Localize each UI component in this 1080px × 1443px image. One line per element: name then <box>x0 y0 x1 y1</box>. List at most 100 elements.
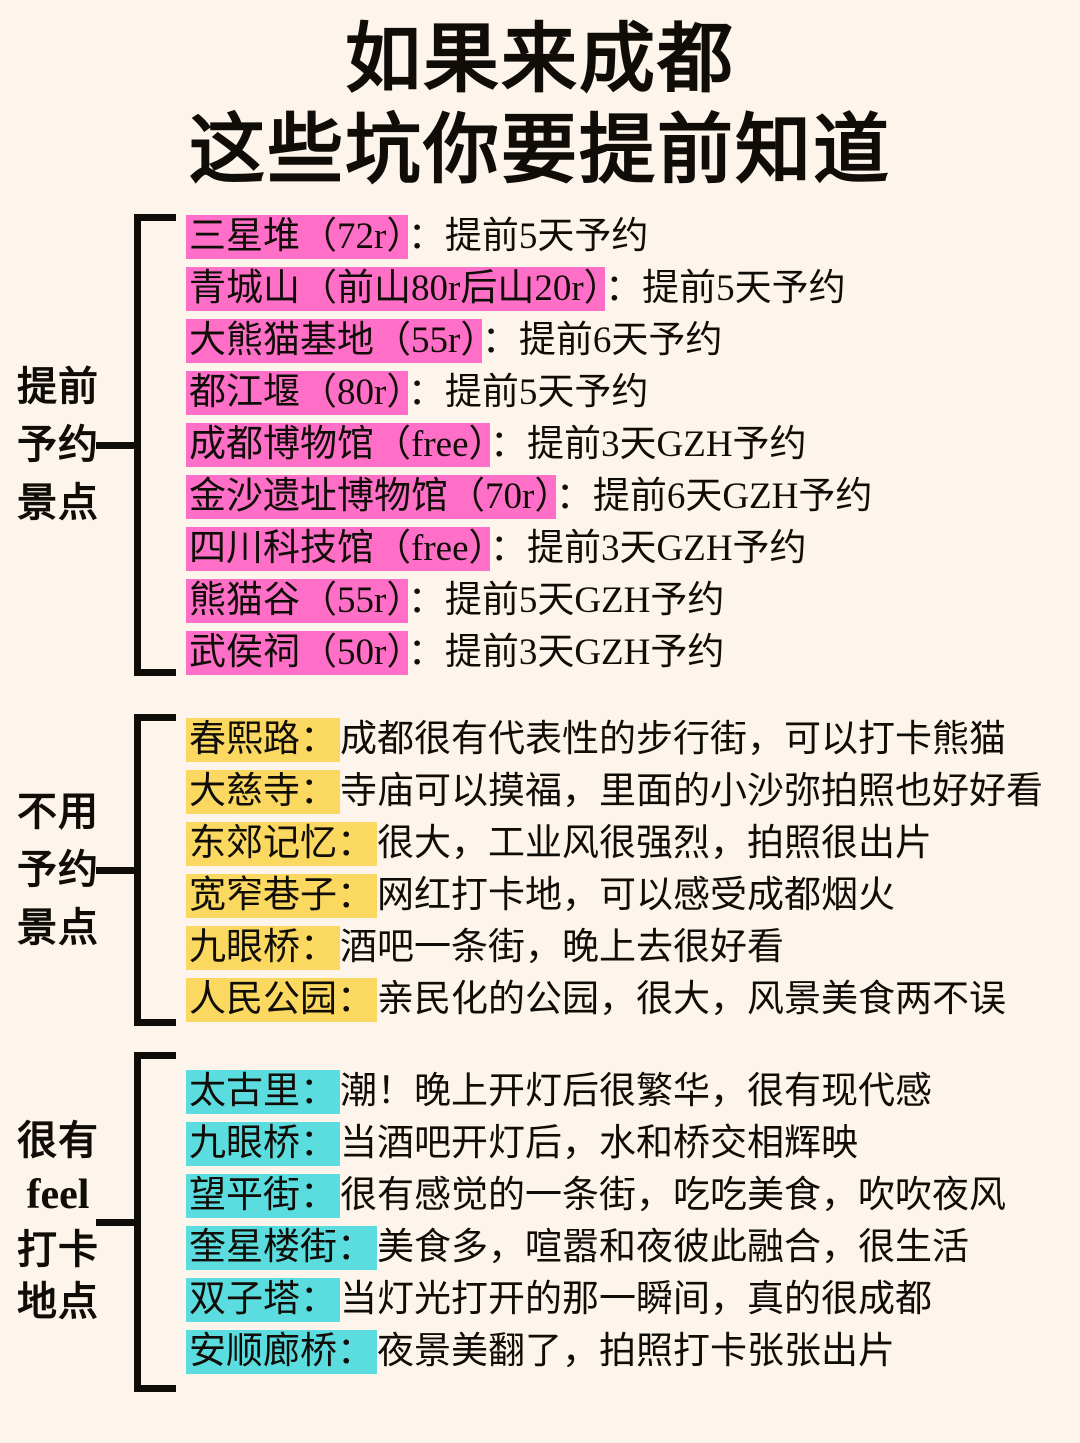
list-item: 大熊猫基地（55r）：提前6天予约 <box>186 315 1080 367</box>
title-line-2: 这些坑你要提前知道 <box>189 109 891 194</box>
attraction-note: ：提前3天GZH予约 <box>407 632 725 674</box>
attraction-name: 东郊记忆： <box>186 822 377 867</box>
attraction-note: ：提前3天GZH予约 <box>490 424 807 466</box>
list-item: 大慈寺：寺庙可以摸福，里面的小沙弥拍照也好好看 <box>186 766 1080 818</box>
bracket-bottom-arm <box>134 1385 176 1393</box>
list-item: 三星堆（72r）：提前5天予约 <box>186 211 1080 263</box>
attraction-name: 望平街： <box>186 1174 340 1219</box>
attraction-note: 寺庙可以摸福，里面的小沙弥拍照也好好看 <box>340 771 1043 813</box>
attraction-note: 网红打卡地，可以感受成都烟火 <box>377 875 895 917</box>
bracket-vertical-bar <box>134 714 141 1027</box>
list-item: 双子塔：当灯光打开的那一瞬间，真的很成都 <box>186 1274 1080 1326</box>
attraction-name: 金沙遗址博物馆（70r） <box>186 475 556 520</box>
attraction-note: 成都很有代表性的步行街，可以打卡熊猫 <box>340 719 1006 761</box>
attraction-note: ：提前6天GZH予约 <box>555 476 873 518</box>
attraction-name: 九眼桥： <box>186 926 340 971</box>
attraction-note: 美食多，喧嚣和夜彼此融合，很生活 <box>377 1227 969 1269</box>
section-label-great-vibe-spots: 很有 feel 打卡 地点 <box>0 1048 118 1396</box>
section-label-line: 景点 <box>17 905 99 951</box>
attraction-name: 三星堆（72r） <box>186 215 408 260</box>
attraction-note: ：提前3天GZH予约 <box>490 528 807 570</box>
attraction-note: 潮！晚上开灯后很繁华，很有现代感 <box>340 1071 932 1113</box>
attraction-name: 春熙路： <box>186 718 340 763</box>
section-label-line: feel <box>26 1172 90 1219</box>
no-reservation-list: 春熙路：成都很有代表性的步行街，可以打卡熊猫 大慈寺：寺庙可以摸福，里面的小沙弥… <box>176 710 1080 1030</box>
section-label-line: 很有 <box>17 1118 99 1164</box>
section-label-reserve-required: 提前 予约 景点 <box>0 210 118 680</box>
section-label-no-reservation: 不用 予约 景点 <box>0 710 118 1030</box>
list-item: 四川科技馆（free）：提前3天GZH予约 <box>186 523 1080 575</box>
attraction-note: 夜景美翻了，拍照打卡张张出片 <box>377 1331 895 1373</box>
list-item: 成都博物馆（free）：提前3天GZH予约 <box>186 419 1080 471</box>
attraction-name: 都江堰（80r） <box>186 371 408 416</box>
section-label-line: 地点 <box>17 1279 99 1325</box>
attraction-name: 太古里： <box>186 1070 340 1115</box>
attraction-name: 安顺廊桥： <box>186 1330 377 1375</box>
page-title: 如果来成都 这些坑你要提前知道 <box>0 0 1080 194</box>
bracket-bottom-arm <box>134 669 176 677</box>
attraction-name: 宽窄巷子： <box>186 874 377 919</box>
bracket-center-tick <box>96 1218 136 1226</box>
list-item: 武侯祠（50r）：提前3天GZH予约 <box>186 627 1080 679</box>
bracket-center-tick <box>96 866 136 874</box>
attraction-note: 很大，工业风很强烈，拍照很出片 <box>377 823 932 865</box>
list-item: 春熙路：成都很有代表性的步行街，可以打卡熊猫 <box>186 714 1080 766</box>
section-label-line: 予约 <box>17 422 99 468</box>
attraction-name: 九眼桥： <box>186 1122 340 1167</box>
section-label-line: 不用 <box>17 788 99 834</box>
attraction-note: 当酒吧开灯后，水和桥交相辉映 <box>340 1123 858 1165</box>
bracket-vertical-bar <box>134 214 141 677</box>
section-great-vibe-spots: 很有 feel 打卡 地点 太古里：潮！晚上开灯后很繁华，很有现代感 九眼桥：当… <box>0 1048 1080 1396</box>
list-item: 人民公园：亲民化的公园，很大，风景美食两不误 <box>186 974 1080 1026</box>
bracket-great-vibe-spots <box>96 1048 176 1396</box>
attraction-note: 当灯光打开的那一瞬间，真的很成都 <box>340 1279 932 1321</box>
list-item: 金沙遗址博物馆（70r）：提前6天GZH予约 <box>186 471 1080 523</box>
list-item: 望平街：很有感觉的一条街，吃吃美食，吹吹夜风 <box>186 1170 1080 1222</box>
title-line-1: 如果来成都 <box>345 18 735 102</box>
bracket-no-reservation <box>96 710 176 1030</box>
attraction-note: 酒吧一条街，晚上去很好看 <box>340 927 784 969</box>
bracket-vertical-bar <box>134 1052 141 1393</box>
list-item: 奎星楼街：美食多，喧嚣和夜彼此融合，很生活 <box>186 1222 1080 1274</box>
attraction-name: 大熊猫基地（55r） <box>186 319 482 364</box>
reserve-required-list: 三星堆（72r）：提前5天予约 青城山（前山80r后山20r）：提前5天予约 大… <box>176 210 1080 680</box>
bracket-top-arm <box>134 1052 176 1060</box>
bracket-center-tick <box>96 441 136 449</box>
section-label-line: 提前 <box>17 363 99 409</box>
attraction-name: 成都博物馆（free） <box>186 423 490 468</box>
attraction-note: 亲民化的公园，很大，风景美食两不误 <box>377 979 1006 1021</box>
list-item: 太古里：潮！晚上开灯后很繁华，很有现代感 <box>186 1066 1080 1118</box>
section-label-line: 景点 <box>17 480 99 526</box>
section-label-line: 打卡 <box>17 1226 99 1272</box>
bracket-reserve-required <box>96 210 176 680</box>
attraction-note: ：提前5天GZH予约 <box>407 580 725 622</box>
section-label-line: 予约 <box>17 847 99 893</box>
list-item: 都江堰（80r）：提前5天予约 <box>186 367 1080 419</box>
section-no-reservation: 不用 予约 景点 春熙路：成都很有代表性的步行街，可以打卡熊猫 大慈寺：寺庙可以… <box>0 710 1080 1030</box>
attraction-note: ：提前5天予约 <box>605 268 846 310</box>
attraction-note: ：提前6天予约 <box>481 320 723 362</box>
bracket-top-arm <box>134 214 176 222</box>
list-item: 熊猫谷（55r）：提前5天GZH予约 <box>186 575 1080 627</box>
attraction-name: 武侯祠（50r） <box>186 631 408 676</box>
list-item: 九眼桥：当酒吧开灯后，水和桥交相辉映 <box>186 1118 1080 1170</box>
attraction-note: ：提前5天予约 <box>407 372 649 414</box>
section-reserve-required: 提前 予约 景点 三星堆（72r）：提前5天予约 青城山（前山80r后山20r）… <box>0 210 1080 680</box>
attraction-name: 青城山（前山80r后山20r） <box>186 267 606 312</box>
attraction-name: 奎星楼街： <box>186 1226 377 1271</box>
list-item: 安顺廊桥：夜景美翻了，拍照打卡张张出片 <box>186 1326 1080 1378</box>
attraction-name: 四川科技馆（free） <box>186 527 490 572</box>
list-item: 九眼桥：酒吧一条街，晚上去很好看 <box>186 922 1080 974</box>
list-item: 东郊记忆：很大，工业风很强烈，拍照很出片 <box>186 818 1080 870</box>
attraction-name: 双子塔： <box>186 1278 340 1323</box>
list-item: 宽窄巷子：网红打卡地，可以感受成都烟火 <box>186 870 1080 922</box>
attraction-note: ：提前5天予约 <box>407 216 649 258</box>
attraction-name: 大慈寺： <box>186 770 340 815</box>
list-item: 青城山（前山80r后山20r）：提前5天予约 <box>186 263 1080 315</box>
attraction-name: 人民公园： <box>186 978 377 1023</box>
bracket-top-arm <box>134 714 176 722</box>
attraction-name: 熊猫谷（55r） <box>186 579 408 624</box>
bracket-bottom-arm <box>134 1019 176 1027</box>
great-vibe-spots-list: 太古里：潮！晚上开灯后很繁华，很有现代感 九眼桥：当酒吧开灯后，水和桥交相辉映 … <box>176 1048 1080 1396</box>
attraction-note: 很有感觉的一条街，吃吃美食，吹吹夜风 <box>340 1175 1006 1217</box>
